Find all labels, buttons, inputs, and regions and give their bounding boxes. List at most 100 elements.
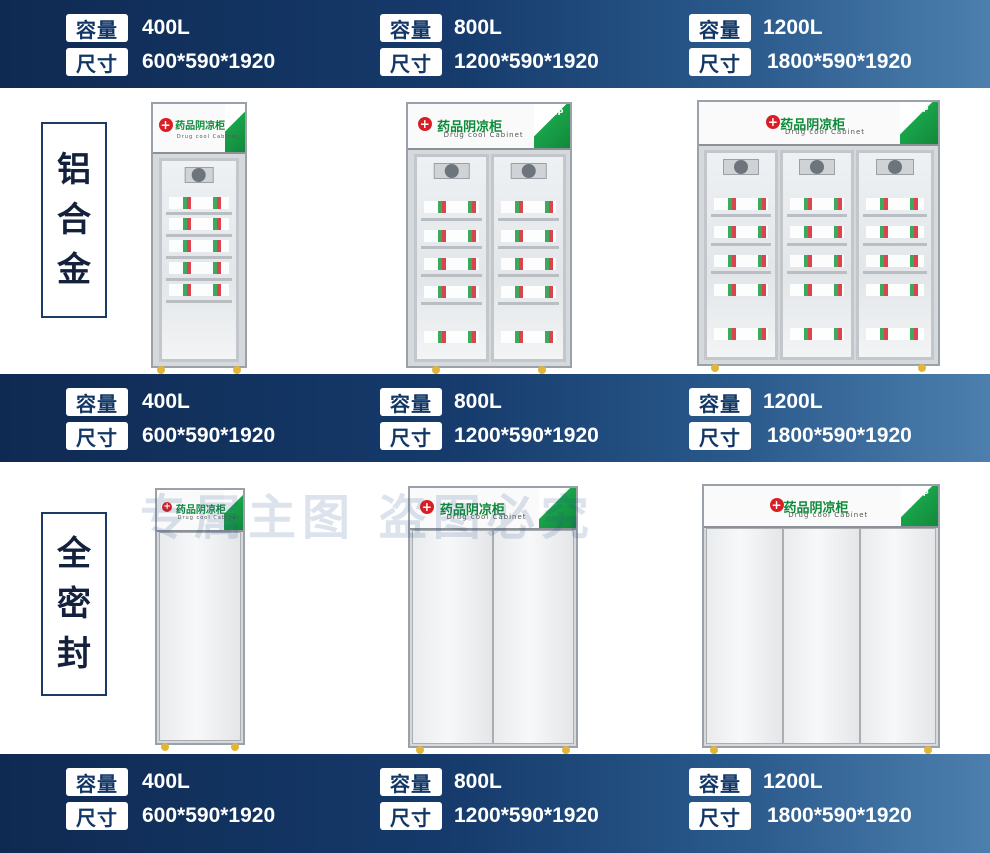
capacity-value: 800L <box>454 770 502 793</box>
fan-icon <box>433 163 470 180</box>
shelf <box>166 256 232 260</box>
cabinet-header: + 药品阴凉柜 Drug cool Cabinet GSP <box>704 486 938 528</box>
gsp-mark: GSP <box>910 105 929 115</box>
side-label-sealed: 全 密 封 <box>41 512 107 696</box>
cabinet-header: + 药品阴凉柜 Drug cool Cabinet GSP <box>699 102 938 146</box>
gsp-mark: GSP <box>227 107 242 115</box>
header-accent <box>900 486 938 526</box>
goods <box>169 218 229 231</box>
goods <box>500 286 557 299</box>
brand-sub: Drug cool Cabinet <box>176 133 239 140</box>
medical-cross-icon: + <box>765 114 780 129</box>
shelf <box>498 217 559 221</box>
caster-icon <box>416 746 424 754</box>
cabinet-sealed-1200: + 药品阴凉柜 Drug cool Cabinet GSP <box>702 484 940 754</box>
cabinet-sealed-400: + 药品阴凉柜 Drug cool Cabinet <box>155 488 245 751</box>
capacity-tag: 容量 <box>689 768 751 796</box>
size-tag: 尺寸 <box>689 802 751 830</box>
goods <box>789 328 845 341</box>
goods <box>713 226 769 239</box>
size-tag: 尺寸 <box>380 422 442 450</box>
spec-size-1: 尺寸 600*590*1920 <box>66 422 275 450</box>
goods <box>789 283 845 296</box>
caster-icon <box>233 366 241 374</box>
side-char: 封 <box>57 634 91 674</box>
goods <box>169 240 229 253</box>
side-char: 铝 <box>57 150 91 190</box>
glass-door-right <box>491 154 566 362</box>
size-value: 1800*590*1920 <box>767 804 912 827</box>
gsp-mark: GSP <box>545 107 564 117</box>
shelf <box>787 271 847 275</box>
spec-band-middle: 容量 400L 尺寸 600*590*1920 容量 800L 尺寸 1200*… <box>0 374 990 462</box>
spec-capacity-2: 容量 800L <box>380 768 502 796</box>
capacity-tag: 容量 <box>380 768 442 796</box>
goods <box>789 255 845 267</box>
goods <box>169 196 229 209</box>
goods <box>713 283 769 296</box>
caster-icon <box>711 364 719 372</box>
medical-cross-icon: + <box>162 502 173 512</box>
glass-door-right <box>856 150 934 360</box>
capacity-tag: 容量 <box>66 768 128 796</box>
caster-icon <box>562 746 570 754</box>
shelf <box>166 234 232 238</box>
solid-door-right <box>860 528 936 744</box>
side-label-aluminum: 铝 合 金 <box>41 122 107 318</box>
spec-size-1: 尺寸 600*590*1920 <box>66 802 275 830</box>
shelf <box>421 245 482 249</box>
brand-text: 药品阴凉柜 <box>175 121 226 133</box>
goods <box>789 226 845 239</box>
caster-icon <box>918 364 926 372</box>
capacity-tag: 容量 <box>689 14 751 42</box>
goods <box>713 197 769 210</box>
caster-icon <box>710 746 718 754</box>
goods <box>866 255 924 267</box>
size-value: 1200*590*1920 <box>454 424 599 447</box>
header-accent <box>899 102 938 144</box>
spec-size-2: 尺寸 1200*590*1920 <box>380 802 599 830</box>
spec-capacity-1: 容量 400L <box>66 768 190 796</box>
goods <box>866 328 924 341</box>
capacity-tag: 容量 <box>66 388 128 416</box>
cabinet-header: + 药品阴凉柜 Drug cool Cabinet GSP <box>408 104 570 150</box>
medical-cross-icon: + <box>769 498 784 512</box>
brand-sub: Drug cool Cabinet <box>446 512 527 521</box>
size-tag: 尺寸 <box>380 48 442 76</box>
shelf <box>863 242 927 246</box>
size-tag: 尺寸 <box>66 802 128 830</box>
shelf <box>166 212 232 216</box>
shelf <box>498 274 559 278</box>
cabinet-aluminum-800: + 药品阴凉柜 Drug cool Cabinet GSP <box>406 102 572 374</box>
capacity-value: 400L <box>142 770 190 793</box>
goods <box>713 255 769 267</box>
medical-cross-icon: + <box>419 500 434 514</box>
shelf <box>863 271 927 275</box>
capacity-tag: 容量 <box>689 388 751 416</box>
goods <box>866 283 924 296</box>
capacity-value: 400L <box>142 16 190 39</box>
capacity-value: 1200L <box>763 770 823 793</box>
cabinet-header: + 药品阴凉柜 Drug cool Cabinet <box>410 488 576 530</box>
medical-cross-icon: + <box>417 117 432 132</box>
spec-size-2: 尺寸 1200*590*1920 <box>380 48 599 76</box>
solid-door-left <box>412 530 493 744</box>
goods <box>423 201 480 214</box>
header-accent <box>534 104 570 148</box>
shelf <box>787 214 847 218</box>
shelf <box>421 217 482 221</box>
brand-text: 药品阴凉柜 <box>175 505 226 517</box>
solid-door-left <box>706 528 783 744</box>
glass-door-left <box>414 154 489 362</box>
capacity-value: 800L <box>454 390 502 413</box>
medical-cross-icon: + <box>158 118 173 133</box>
glass-door-left <box>704 150 778 360</box>
goods <box>500 258 557 270</box>
shelf <box>166 299 232 303</box>
caster-icon <box>157 366 165 374</box>
caster-icon <box>538 366 546 374</box>
solid-door-right <box>493 530 574 744</box>
spec-capacity-3: 容量 1200L <box>689 768 823 796</box>
header-accent <box>224 104 245 152</box>
goods <box>500 201 557 214</box>
